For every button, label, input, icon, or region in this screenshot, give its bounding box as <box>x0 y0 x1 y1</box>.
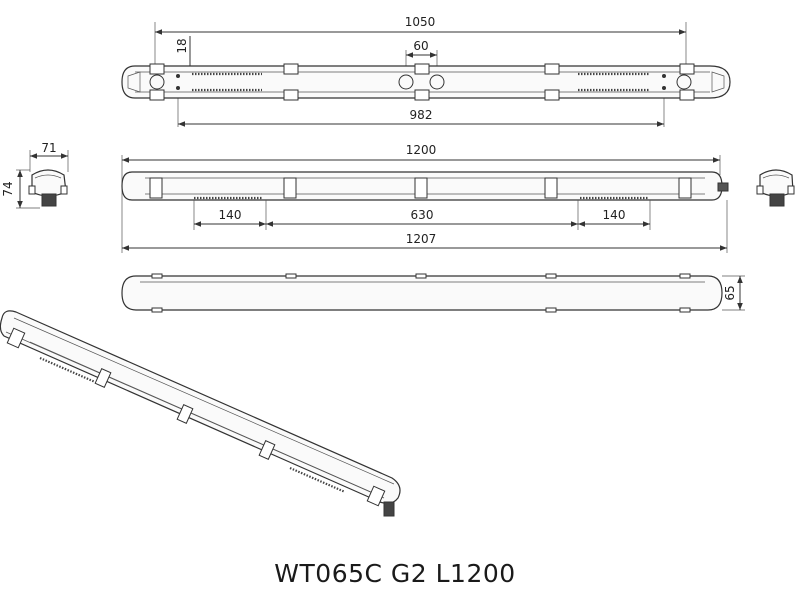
product-title: WT065C G2 L1200 <box>274 559 515 588</box>
dim-side-total-length: 1207 <box>406 232 437 246</box>
dim-top-side-gap: 18 <box>175 38 189 53</box>
dim-bottom-height: 65 <box>723 285 737 300</box>
dim-top-center-spacing: 60 <box>413 39 428 53</box>
dim-side-length: 1200 <box>406 143 437 157</box>
dim-side-center-segment: 630 <box>411 208 434 222</box>
end-view-left: 71 74 <box>1 141 69 209</box>
dim-end-height: 74 <box>1 181 15 196</box>
dim-top-mount-spacing: 982 <box>410 108 433 122</box>
side-view: 1200 140 630 140 1207 <box>121 143 729 253</box>
dim-side-right-segment: 140 <box>603 208 626 222</box>
dim-side-left-segment: 140 <box>219 208 242 222</box>
top-view: 1050 18 60 982 <box>121 15 731 127</box>
bottom-view: 65 <box>121 273 745 313</box>
dim-top-overall: 1050 <box>405 15 436 29</box>
dim-end-width: 71 <box>41 141 56 155</box>
perspective-view <box>0 310 401 517</box>
end-view-right <box>756 169 795 207</box>
